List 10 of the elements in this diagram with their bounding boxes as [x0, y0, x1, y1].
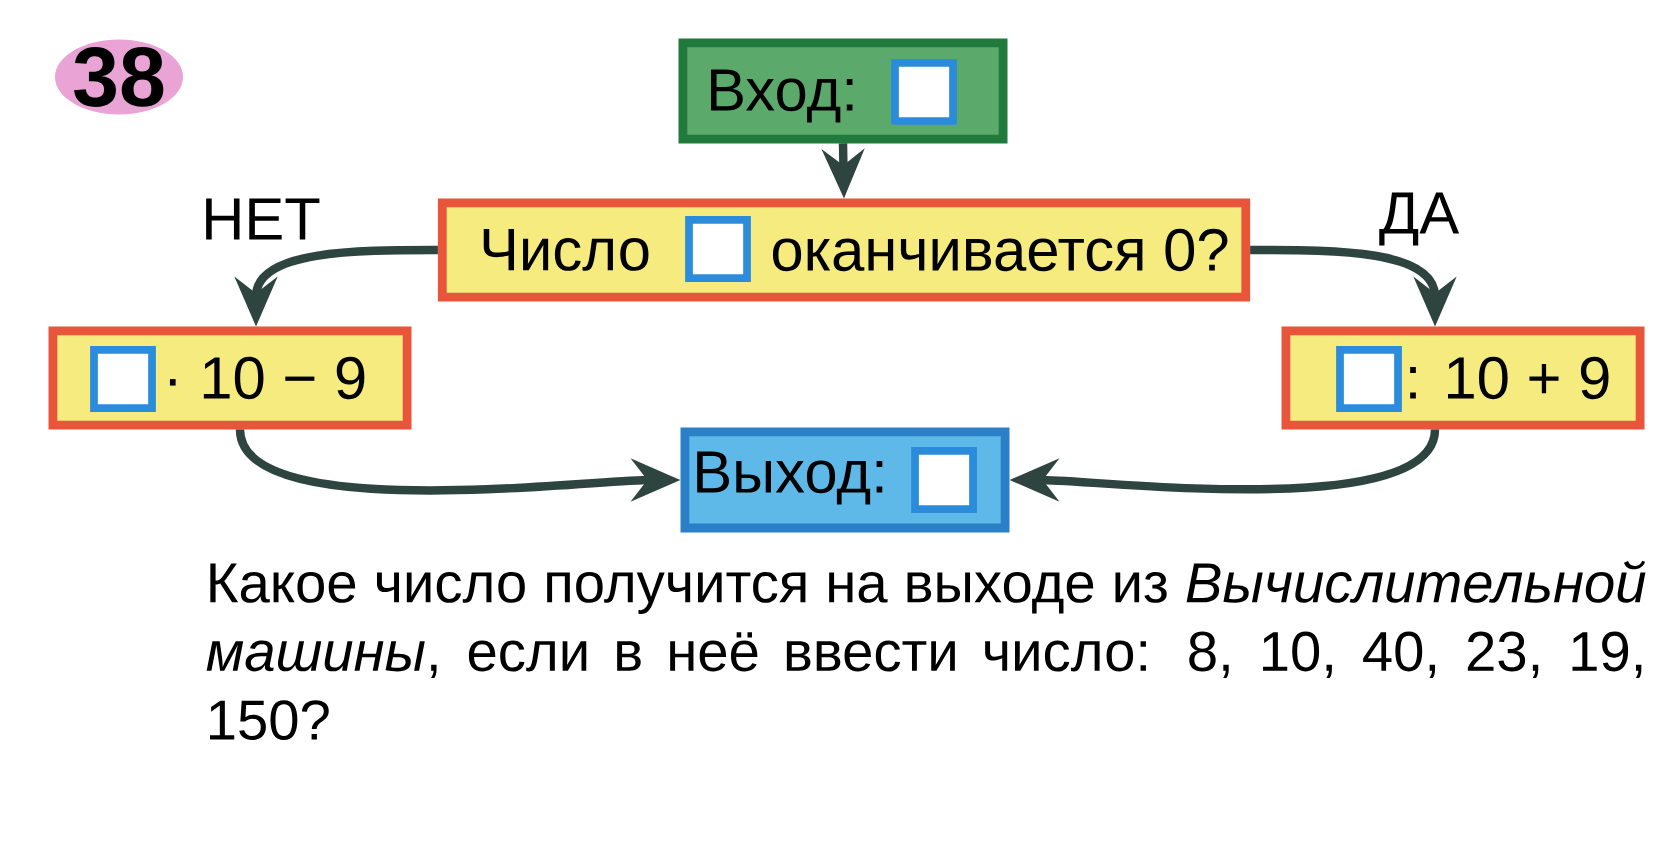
edge-label: НЕТ [206, 198, 320, 240]
answer-box [685, 216, 751, 282]
question-text: Какое число получится на выходе из Вычислительной машины, если в неё ввести число: 8, 10, 40, 23, 19, 150? [206, 560, 1646, 740]
number-badge: 38 [54, 39, 184, 115]
answer-box [911, 447, 977, 513]
edge-label: ДА [1379, 192, 1460, 246]
condition-box: Число оканчивается 0? [437, 198, 1251, 302]
answer-box [90, 346, 156, 412]
answer-box [891, 59, 957, 125]
answer-box [1336, 346, 1402, 412]
